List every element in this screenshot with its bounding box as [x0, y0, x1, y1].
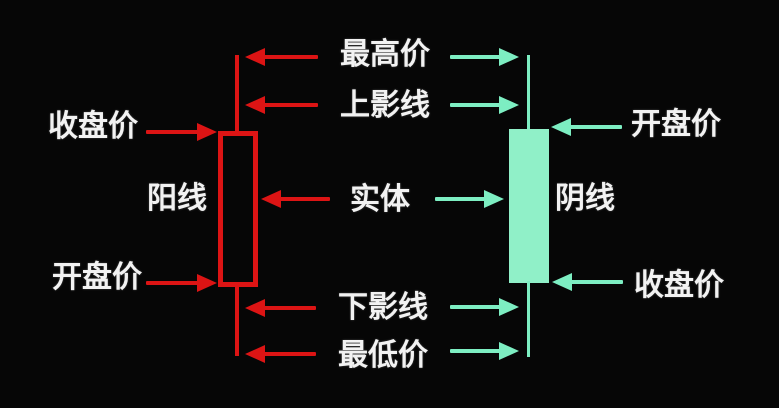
arrowhead	[245, 299, 265, 317]
bullish-upper-shadow-line	[235, 55, 239, 133]
bearish-upper-shadow-line	[527, 55, 530, 131]
arrowhead	[484, 190, 504, 208]
highest-price-arrow-red	[245, 48, 318, 66]
bearish-lower-shadow-line	[527, 281, 530, 357]
bearish-close-price-label: 收盘价	[634, 269, 724, 302]
lowest-price-arrow-cyan	[450, 342, 519, 360]
arrowhead	[245, 345, 265, 363]
arrowhead	[197, 123, 217, 141]
arrowhead	[197, 274, 217, 292]
bullish-candle-type-label: 阳线	[147, 182, 207, 215]
arrowhead	[499, 48, 519, 66]
lower-shadow-arrow-cyan	[450, 298, 519, 316]
bullish-lower-shadow-line	[235, 285, 239, 356]
arrowhead	[551, 118, 571, 136]
arrowhead	[499, 96, 519, 114]
body-arrow-red	[261, 190, 330, 208]
bearish-candle-type-label: 阴线	[555, 182, 615, 215]
lowest-price-label: 最低价	[338, 339, 428, 372]
body-label: 实体	[350, 183, 410, 216]
arrowhead	[245, 48, 265, 66]
bullish-open-price-label: 开盘价	[52, 261, 142, 294]
bearish-candle-body	[509, 129, 549, 283]
open-price-arrow-right	[551, 118, 622, 136]
arrowhead	[499, 298, 519, 316]
highest-price-arrow-cyan	[450, 48, 519, 66]
arrowhead	[245, 96, 265, 114]
close-price-arrow-left	[146, 123, 217, 141]
arrowhead	[261, 190, 281, 208]
upper-shadow-arrow-cyan	[450, 96, 519, 114]
arrowhead	[499, 342, 519, 360]
bullish-close-price-label: 收盘价	[48, 110, 138, 143]
highest-price-label: 最高价	[340, 38, 430, 71]
lower-shadow-label: 下影线	[338, 291, 428, 324]
body-arrow-cyan	[435, 190, 504, 208]
bullish-candle-body	[218, 131, 258, 287]
upper-shadow-arrow-red	[245, 96, 318, 114]
close-price-arrow-right	[552, 273, 623, 291]
upper-shadow-label: 上影线	[340, 89, 430, 122]
arrowhead	[552, 273, 572, 291]
lower-shadow-arrow-red	[245, 299, 316, 317]
open-price-arrow-left	[146, 274, 217, 292]
bearish-open-price-label: 开盘价	[631, 108, 721, 141]
lowest-price-arrow-red	[245, 345, 316, 363]
